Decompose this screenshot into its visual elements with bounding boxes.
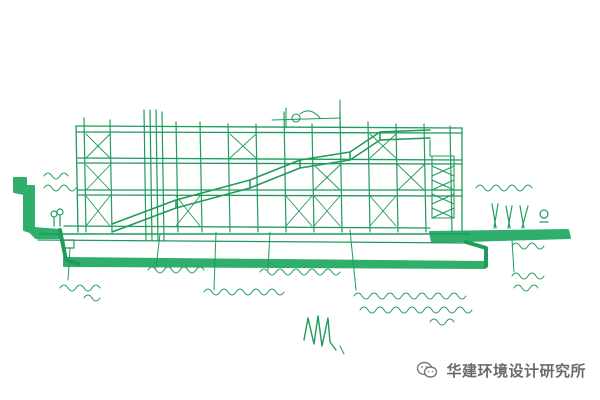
wechat-icon <box>417 361 438 378</box>
annotation-leaders <box>67 229 515 291</box>
escalator-tube <box>111 129 431 233</box>
handwritten-annotations <box>43 172 545 355</box>
service-tower <box>431 155 455 219</box>
watermark-text: 华建环境设计研究所 <box>446 361 586 380</box>
cross-bracing <box>85 133 425 227</box>
building-frame <box>75 125 463 233</box>
watermark: 华建环境设计研究所 <box>416 358 586 382</box>
ground-plaza-band <box>13 177 571 269</box>
right-figures <box>491 203 549 229</box>
structural-columns <box>83 109 453 241</box>
left-figures <box>50 208 75 249</box>
